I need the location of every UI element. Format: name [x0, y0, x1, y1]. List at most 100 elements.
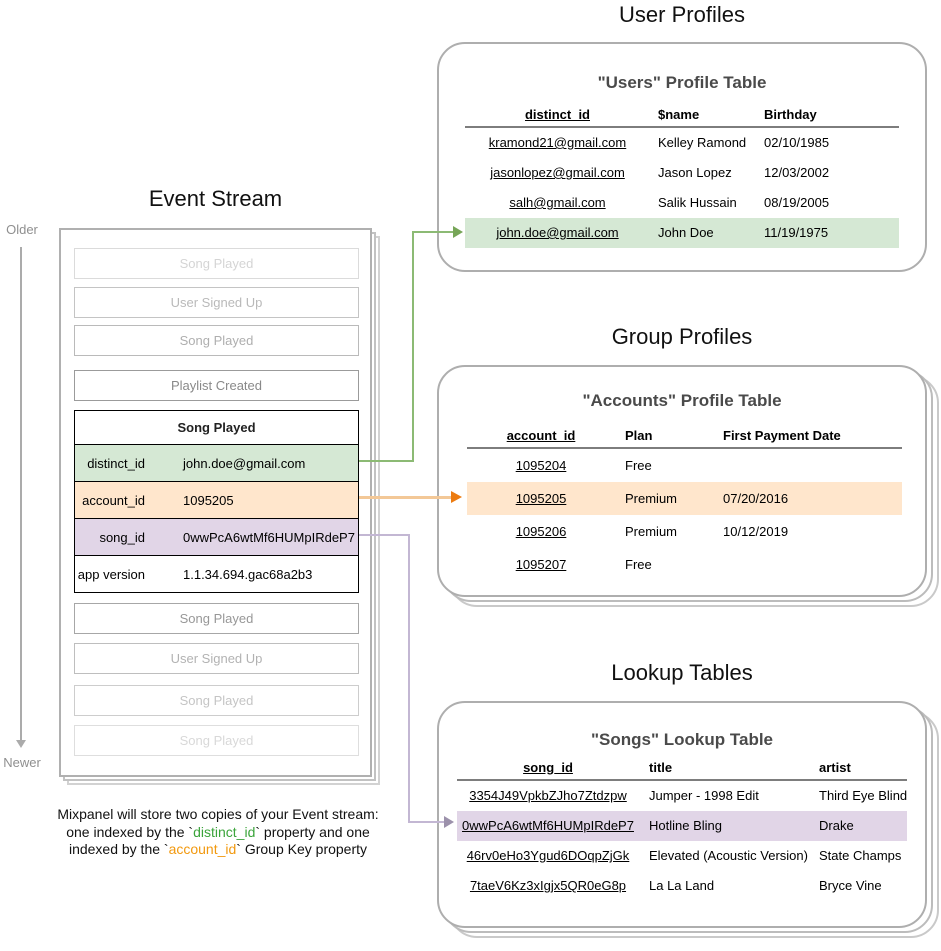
users-cell-name: Salik Hussain: [658, 195, 737, 210]
songs-table: song_id title artist 3354J49VpkbZJho7Ztd…: [457, 755, 907, 901]
event-box: User Signed Up: [74, 643, 359, 674]
accounts-table: account_id Plan First Payment Date 10952…: [467, 423, 902, 581]
songs-row: 7taeV6Kz3xIgjx5QR0eG8p La La Land Bryce …: [457, 871, 907, 901]
songs-cell-title: La La Land: [649, 878, 715, 893]
prop-key: song_id: [99, 529, 145, 545]
songs-cell-id: 3354J49VpkbZJho7Ztdzpw: [469, 788, 627, 803]
caption-line-2: one indexed by the `distinct_id` propert…: [66, 823, 370, 840]
green-connector-h1: [359, 460, 414, 462]
green-arrowhead-icon: [453, 226, 463, 238]
users-table-header: distinct_id $name Birthday: [465, 102, 899, 126]
songs-cell-id: 46rv0eHo3Ygud6DOqpZjGk: [466, 848, 630, 863]
purple-connector-v: [408, 534, 410, 823]
event-box: Song Played: [74, 325, 359, 356]
event-box: Song Played: [74, 603, 359, 634]
group-profiles-card: [437, 365, 927, 597]
green-connector-h2: [412, 231, 453, 233]
event-prop-song-id: song_id 0wwPcA6wtMf6HUMpIRdeP7: [75, 518, 358, 555]
accounts-cell-date: 10/12/2019: [723, 523, 789, 539]
users-row-highlighted: john.doe@gmail.com John Doe 11/19/1975: [465, 217, 899, 248]
event-label: Song Played: [179, 256, 254, 271]
timeline-line: [20, 247, 22, 740]
users-cell-birthday: 11/19/1975: [764, 225, 829, 240]
caption-line-3: indexed by the `account_id` Group Key pr…: [68, 841, 368, 857]
expanded-event-title: Song Played: [75, 411, 358, 444]
event-box: Playlist Created: [74, 370, 359, 401]
purple-connector-h2: [408, 821, 444, 823]
accounts-row: 1095207 Free: [467, 548, 902, 581]
green-connector-v: [412, 231, 414, 462]
accounts-table-title: "Accounts" Profile Table: [582, 391, 782, 410]
songs-row-highlighted: 0wwPcA6wtMf6HUMpIRdeP7 Hotline Bling Dra…: [457, 810, 907, 841]
users-cell-id: kramond21@gmail.com: [488, 135, 627, 150]
users-cell-birthday: 12/03/2002: [764, 165, 830, 180]
users-cell-name: Kelley Ramond: [658, 135, 747, 150]
orange-arrowhead-icon: [451, 491, 462, 503]
songs-header-title: title: [649, 759, 673, 775]
users-row: salh@gmail.com Salik Hussain 08/19/2005: [465, 188, 899, 218]
users-cell-name: Jason Lopez: [658, 165, 732, 180]
event-label: Song Played: [179, 693, 254, 708]
songs-header-rule: [457, 779, 907, 781]
accounts-cell-plan: Premium: [625, 523, 678, 539]
users-row: jasonlopez@gmail.com Jason Lopez 12/03/2…: [465, 158, 899, 188]
accounts-row: 1095206 Premium 10/12/2019: [467, 515, 902, 548]
expanded-event-card: Song Played distinct_id john.doe@gmail.c…: [74, 410, 359, 593]
prop-value: 0wwPcA6wtMf6HUMpIRdeP7: [183, 529, 355, 545]
songs-cell-artist: Third Eye Blind: [819, 788, 908, 803]
event-prop-account-id: account_id 1095205: [75, 481, 358, 518]
songs-header-song-id: song_id: [523, 759, 573, 775]
songs-cell-id: 7taeV6Kz3xIgjx5QR0eG8p: [469, 878, 627, 893]
users-header-distinct-id: distinct_id: [524, 106, 590, 122]
accounts-cell-id: 1095204: [515, 457, 567, 473]
purple-connector-h1: [359, 534, 410, 536]
event-label: Song Played: [179, 611, 254, 626]
accounts-row-highlighted: 1095205 Premium 07/20/2016: [467, 481, 902, 515]
songs-cell-id: 0wwPcA6wtMf6HUMpIRdeP7: [462, 818, 634, 833]
users-table-title: "Users" Profile Table: [597, 73, 767, 92]
user-profiles-title: User Profiles: [619, 2, 745, 27]
event-label: User Signed Up: [170, 651, 263, 666]
event-prop-app-version: app version 1.1.34.694.gac68a2b3: [75, 555, 358, 592]
event-box: Song Played: [74, 685, 359, 716]
prop-key: account_id: [82, 492, 145, 508]
event-box: Song Played: [74, 725, 359, 756]
prop-value: 1095205: [183, 492, 234, 508]
accounts-cell-plan: Free: [625, 457, 652, 473]
songs-cell-artist: Drake: [819, 818, 854, 833]
prop-key: distinct_id: [87, 455, 145, 471]
users-cell-name: John Doe: [658, 225, 714, 240]
group-profiles-title: Group Profiles: [611, 324, 753, 349]
songs-table-header: song_id title artist: [457, 755, 907, 779]
orange-connector: [359, 496, 451, 499]
accounts-cell-id: 1095207: [515, 556, 567, 572]
older-label: Older: [6, 222, 38, 237]
songs-cell-artist: State Champs: [819, 848, 902, 863]
accounts-cell-plan: Premium: [625, 490, 678, 506]
event-label: Song Played: [179, 333, 254, 348]
users-row: kramond21@gmail.com Kelley Ramond 02/10/…: [465, 128, 899, 158]
users-header-name: $name: [658, 106, 700, 122]
users-header-birthday: Birthday: [764, 106, 817, 122]
account-id-keyword: account_id: [168, 841, 237, 857]
accounts-cell-id: 1095206: [515, 523, 567, 539]
caption-line-1: Mixpanel will store two copies of your E…: [57, 806, 379, 822]
users-table: distinct_id $name Birthday kramond21@gma…: [465, 102, 899, 248]
accounts-header-first-payment: First Payment Date: [723, 427, 841, 443]
songs-row: 3354J49VpkbZJho7Ztdzpw Jumper - 1998 Edi…: [457, 781, 907, 811]
songs-cell-title: Jumper - 1998 Edit: [649, 788, 759, 803]
caption: Mixpanel will store two copies of your E…: [23, 806, 413, 859]
songs-row: 46rv0eHo3Ygud6DOqpZjGk Elevated (Acousti…: [457, 841, 907, 871]
accounts-cell-id: 1095205: [515, 490, 567, 506]
arrow-down-icon: [16, 740, 26, 748]
accounts-cell-date: 07/20/2016: [723, 490, 789, 506]
accounts-row: 1095204 Free: [467, 449, 902, 482]
event-label: Playlist Created: [170, 378, 263, 393]
users-cell-id: john.doe@gmail.com: [496, 225, 619, 240]
accounts-header-plan: Plan: [625, 427, 653, 443]
event-box: Song Played: [74, 248, 359, 279]
accounts-table-header: account_id Plan First Payment Date: [467, 423, 902, 447]
users-cell-id: salh@gmail.com: [509, 195, 606, 210]
event-label: User Signed Up: [170, 295, 263, 310]
